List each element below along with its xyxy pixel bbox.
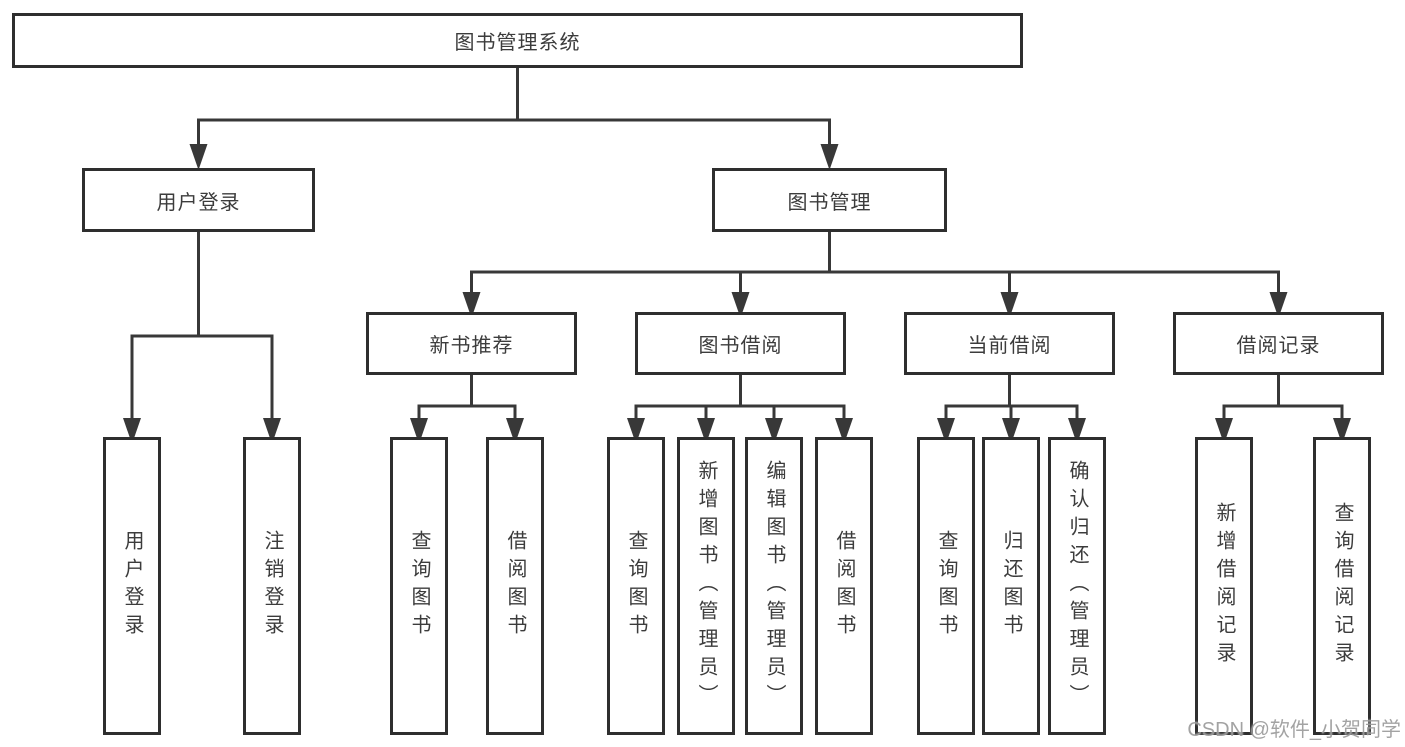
leaf-add-borrow-record-label: 新增借阅记录 xyxy=(1213,502,1235,670)
leaf-return-book: 归还图书 xyxy=(982,437,1040,735)
csdn-watermark: CSDN @软件_小贺同学 xyxy=(1187,719,1401,741)
leaf-user-login: 用户登录 xyxy=(103,437,161,735)
leaf-borrow-books: 借阅图书 xyxy=(815,437,873,735)
leaf-query-books-current: 查询图书 xyxy=(917,437,975,735)
leaf-borrow-books-recommend-label: 借阅图书 xyxy=(504,530,526,642)
leaf-edit-book-admin-label: 编辑图书（管理员） xyxy=(763,460,785,712)
leaf-add-book-admin-label: 新增图书（管理员） xyxy=(695,460,717,712)
leaf-confirm-return-admin: 确认归还（管理员） xyxy=(1048,437,1106,735)
node-user-login: 用户登录 xyxy=(82,168,315,232)
leaf-query-books-borrowing-label: 查询图书 xyxy=(625,530,647,642)
node-current-borrowing: 当前借阅 xyxy=(904,312,1115,375)
node-book-borrowing-label: 图书借阅 xyxy=(698,335,783,357)
leaf-query-books-recommend: 查询图书 xyxy=(390,437,448,735)
leaf-user-login-label: 用户登录 xyxy=(121,530,143,642)
node-root-library-system: 图书管理系统 xyxy=(12,13,1023,68)
leaf-logout-label: 注销登录 xyxy=(261,530,283,642)
leaf-edit-book-admin: 编辑图书（管理员） xyxy=(745,437,803,735)
node-book-management-label: 图书管理 xyxy=(787,191,872,214)
node-borrow-records: 借阅记录 xyxy=(1173,312,1384,375)
leaf-logout: 注销登录 xyxy=(243,437,301,735)
leaf-add-borrow-record: 新增借阅记录 xyxy=(1195,437,1253,735)
leaf-add-book-admin: 新增图书（管理员） xyxy=(677,437,735,735)
node-root-label: 图书管理系统 xyxy=(454,32,581,54)
leaf-query-books-current-label: 查询图书 xyxy=(935,530,957,642)
leaf-borrow-books-recommend: 借阅图书 xyxy=(486,437,544,735)
node-book-borrowing: 图书借阅 xyxy=(635,312,846,375)
leaf-query-books-borrowing: 查询图书 xyxy=(607,437,665,735)
node-new-book-recommend-label: 新书推荐 xyxy=(429,335,514,357)
node-new-book-recommend: 新书推荐 xyxy=(366,312,577,375)
node-current-borrowing-label: 当前借阅 xyxy=(967,335,1052,357)
leaf-query-books-recommend-label: 查询图书 xyxy=(408,530,430,642)
node-book-management: 图书管理 xyxy=(712,168,947,232)
leaf-confirm-return-admin-label: 确认归还（管理员） xyxy=(1066,460,1088,712)
leaf-query-borrow-record: 查询借阅记录 xyxy=(1313,437,1371,735)
arrowhead-icons xyxy=(123,144,1351,444)
leaf-return-book-label: 归还图书 xyxy=(1000,530,1022,642)
leaf-borrow-books-label: 借阅图书 xyxy=(833,530,855,642)
node-user-login-label: 用户登录 xyxy=(156,191,241,214)
node-borrow-records-label: 借阅记录 xyxy=(1236,335,1321,357)
leaf-query-borrow-record-label: 查询借阅记录 xyxy=(1331,502,1353,670)
